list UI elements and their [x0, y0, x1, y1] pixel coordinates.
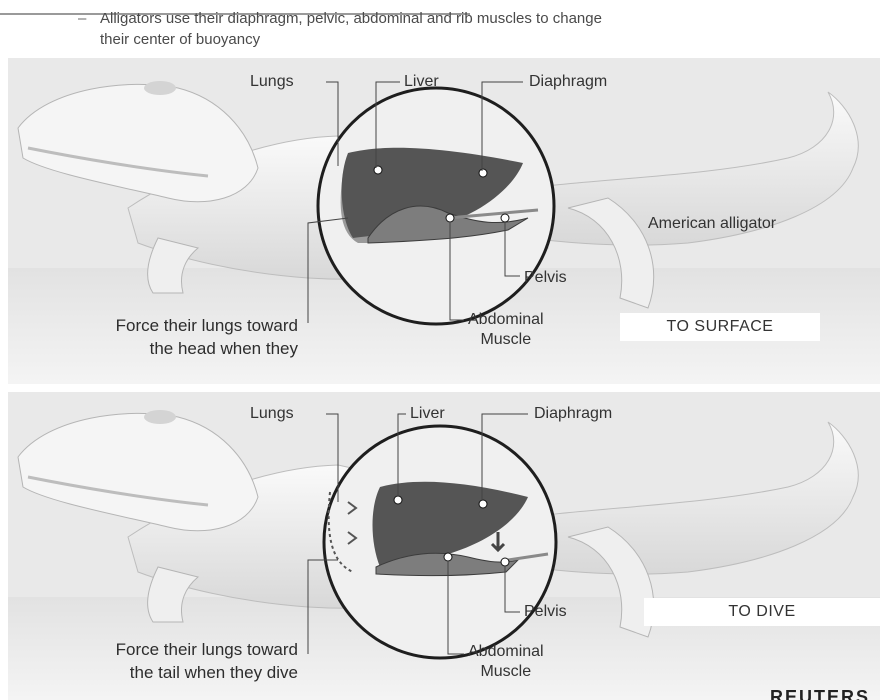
label-diaphragm: Diaphragm: [529, 72, 607, 92]
caption-dive: Force their lungs toward the tail when t…: [48, 638, 298, 684]
alligator-eye: [144, 410, 176, 424]
diaphragm-marker: [479, 500, 487, 508]
lungs-marker: [394, 496, 402, 504]
alligator-eye: [144, 81, 176, 95]
badge-to-dive: TO DIVE: [644, 598, 880, 626]
surface-panel: Lungs Liver Diaphragm American alligator…: [8, 58, 880, 384]
intro-text: – Alligators use their diaphragm, pelvic…: [100, 8, 620, 50]
abdominal-marker: [444, 553, 452, 561]
lungs-marker: [374, 166, 382, 174]
badge-to-surface: TO SURFACE: [620, 313, 820, 341]
alligator-head: [18, 84, 258, 201]
caption-surface: Force their lungs toward the head when t…: [48, 314, 298, 360]
label-pelvis: Pelvis: [524, 268, 567, 288]
label-pelvis: Pelvis: [524, 602, 567, 622]
abdominal-marker: [446, 214, 454, 222]
alligator-tail: [528, 422, 858, 574]
label-lungs: Lungs: [250, 72, 294, 92]
label-liver: Liver: [404, 72, 439, 92]
diaphragm-marker: [479, 169, 487, 177]
label-abdominal: Abdominal Muscle: [468, 310, 544, 350]
pelvis-marker: [501, 214, 509, 222]
label-abdominal: Abdominal Muscle: [468, 642, 544, 682]
label-lungs: Lungs: [250, 404, 294, 424]
alligator-head: [18, 413, 258, 530]
label-diaphragm: Diaphragm: [534, 404, 612, 424]
bullet-dash: –: [78, 8, 86, 29]
dive-panel: Lungs Liver Diaphragm Pelvis Abdominal M…: [8, 392, 880, 700]
label-species: American alligator: [648, 214, 776, 234]
reuters-logo: REUTERS: [770, 687, 870, 700]
label-liver: Liver: [410, 404, 445, 424]
pelvis-marker: [501, 558, 509, 566]
intro-sentence: Alligators use their diaphragm, pelvic, …: [100, 10, 602, 48]
